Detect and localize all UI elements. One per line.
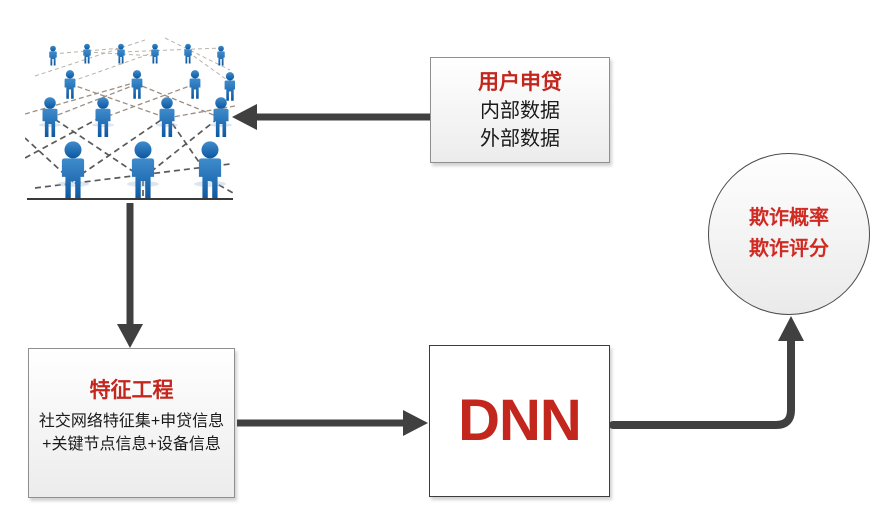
fraud-result-circle: 欺诈概率 欺诈评分 [708,153,870,315]
arrow-apply-to-network [232,104,430,130]
feature-line-1: 社交网络特征集+申贷信息 [38,413,225,430]
arrow-network-to-feature [117,203,143,348]
network-lines-light [34,37,231,83]
feature-line-2: +关键节点信息+设备信息 [42,436,221,453]
dnn-box: DNN [429,345,610,497]
social-network-graphic [24,37,236,201]
feature-engineering-box: 特征工程 社交网络特征集+申贷信息 +关键节点信息+设备信息 [28,348,235,498]
arrow-dnn-to-result [609,316,804,429]
social-network-image [24,18,236,201]
people-figures [42,43,236,201]
user-apply-title: 用户申贷 [478,71,562,94]
fraud-probability-line: 欺诈概率 [749,207,829,229]
arrow-feature-to-dnn [237,410,428,436]
fraud-score-line: 欺诈评分 [749,238,829,260]
internal-data-line: 内部数据 [480,100,560,122]
external-data-line: 外部数据 [480,128,560,150]
dnn-label: DNN [458,388,582,453]
figure-shadows [39,123,232,187]
feature-engineering-title: 特征工程 [89,379,174,402]
user-apply-box: 用户申贷 内部数据 外部数据 [430,57,610,163]
